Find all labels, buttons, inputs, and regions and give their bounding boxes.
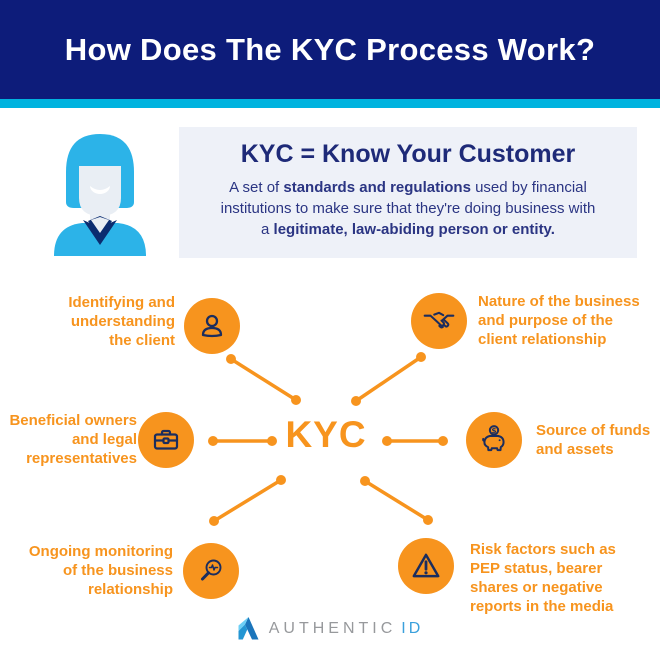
label-risk-factors: Risk factors such as PEP status, bearer … xyxy=(470,541,616,615)
page-title: How Does The KYC Process Work? xyxy=(64,31,596,67)
node-ongoing-monitoring xyxy=(183,543,239,599)
definition-body: A set of standards and regulations used … xyxy=(220,179,596,238)
definition-box: KYC = Know Your Customer A set of standa… xyxy=(179,127,637,258)
brand-name-authentic: AUTHENTIC xyxy=(268,619,397,637)
header-accent-stripe xyxy=(0,99,660,108)
node-source-of-funds: $ xyxy=(466,412,522,468)
label-source-of-funds: Source of funds and assets xyxy=(536,422,651,458)
brand-name-id: ID xyxy=(401,619,424,637)
person-icon xyxy=(201,314,223,338)
label-identifying-client: Identifying and understanding the client xyxy=(68,294,175,349)
briefcase-icon xyxy=(153,429,179,450)
customer-avatar xyxy=(52,124,148,256)
node-business-nature xyxy=(411,293,467,349)
label-business-nature: Nature of the business and purpose of th… xyxy=(478,293,640,348)
definition-title: KYC = Know Your Customer xyxy=(240,140,576,168)
node-beneficial-owners xyxy=(138,412,194,468)
warning-triangle-icon xyxy=(412,553,440,578)
piggy-bank-icon: $ xyxy=(482,425,505,452)
header-banner: How Does The KYC Process Work? xyxy=(0,0,660,99)
magnifier-chart-icon xyxy=(201,559,222,581)
svg-text:$: $ xyxy=(491,426,496,435)
authenticid-logo-icon xyxy=(238,617,259,640)
node-risk-factors xyxy=(398,538,454,594)
brand-footer: AUTHENTIC ID xyxy=(0,616,660,641)
diagram-center-label: KYC xyxy=(285,414,367,455)
label-ongoing-monitoring: Ongoing monitoring of the business relat… xyxy=(28,543,173,598)
handshake-icon xyxy=(423,311,455,329)
node-identifying-client xyxy=(184,298,240,354)
label-beneficial-owners: Beneficial owners and legal representati… xyxy=(9,412,137,467)
woman-avatar-icon xyxy=(54,134,146,256)
